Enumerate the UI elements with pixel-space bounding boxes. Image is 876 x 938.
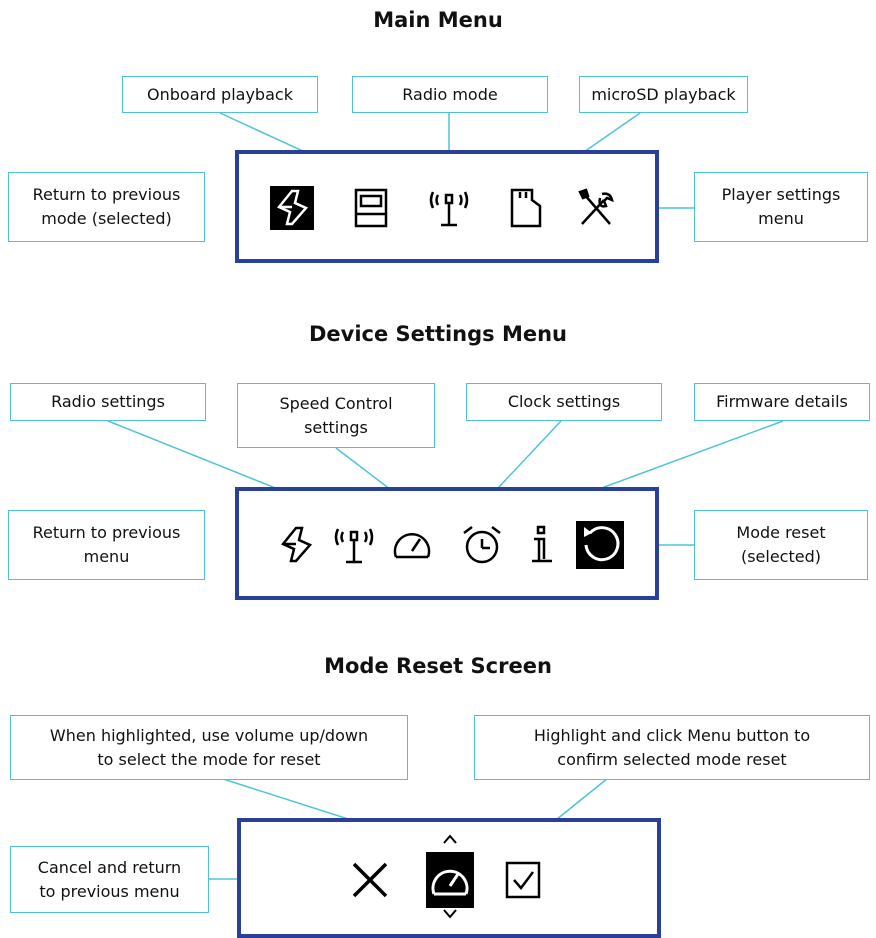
chevron-up-icon[interactable] <box>436 829 464 847</box>
radio-antenna-icon[interactable] <box>332 523 376 567</box>
device-settings-title: Device Settings Menu <box>308 322 568 346</box>
callout-onboard-playback: Onboard playback <box>122 76 318 113</box>
sd-card-icon[interactable] <box>504 186 548 230</box>
callout-microsd-playback: microSD playback <box>579 76 748 113</box>
tools-icon[interactable] <box>574 186 618 230</box>
callout-mode-reset: Mode reset (selected) <box>694 510 868 580</box>
callout-radio-settings: Radio settings <box>10 383 206 421</box>
onboard-storage-icon[interactable] <box>349 186 393 230</box>
callout-confirm-reset: Highlight and click Menu button to confi… <box>474 715 870 780</box>
speedometer-icon[interactable] <box>390 523 434 567</box>
callout-return-previous-mode: Return to previous mode (selected) <box>8 172 205 242</box>
callout-radio-mode: Radio mode <box>352 76 548 113</box>
return-icon[interactable] <box>274 523 318 567</box>
cancel-x-icon[interactable] <box>348 858 392 902</box>
callout-player-settings: Player settings menu <box>694 172 868 242</box>
callout-cancel: Cancel and return to previous menu <box>10 846 209 913</box>
callout-firmware-details: Firmware details <box>694 383 870 421</box>
return-icon[interactable] <box>270 186 314 230</box>
reset-icon[interactable] <box>576 521 624 569</box>
main-menu-title: Main Menu <box>373 8 503 32</box>
callout-return-previous-menu: Return to previous menu <box>8 510 205 580</box>
alarm-clock-icon[interactable] <box>460 523 504 567</box>
chevron-down-icon[interactable] <box>436 906 464 922</box>
speedometer-icon[interactable] <box>426 852 474 908</box>
callout-clock-settings: Clock settings <box>466 383 662 421</box>
radio-antenna-icon[interactable] <box>427 186 471 230</box>
callout-select-mode: When highlighted, use volume up/down to … <box>10 715 408 780</box>
checkbox-icon[interactable] <box>502 858 546 902</box>
callout-speed-control: Speed Control settings <box>237 383 435 448</box>
mode-reset-title: Mode Reset Screen <box>324 654 552 678</box>
info-icon[interactable] <box>520 523 564 567</box>
